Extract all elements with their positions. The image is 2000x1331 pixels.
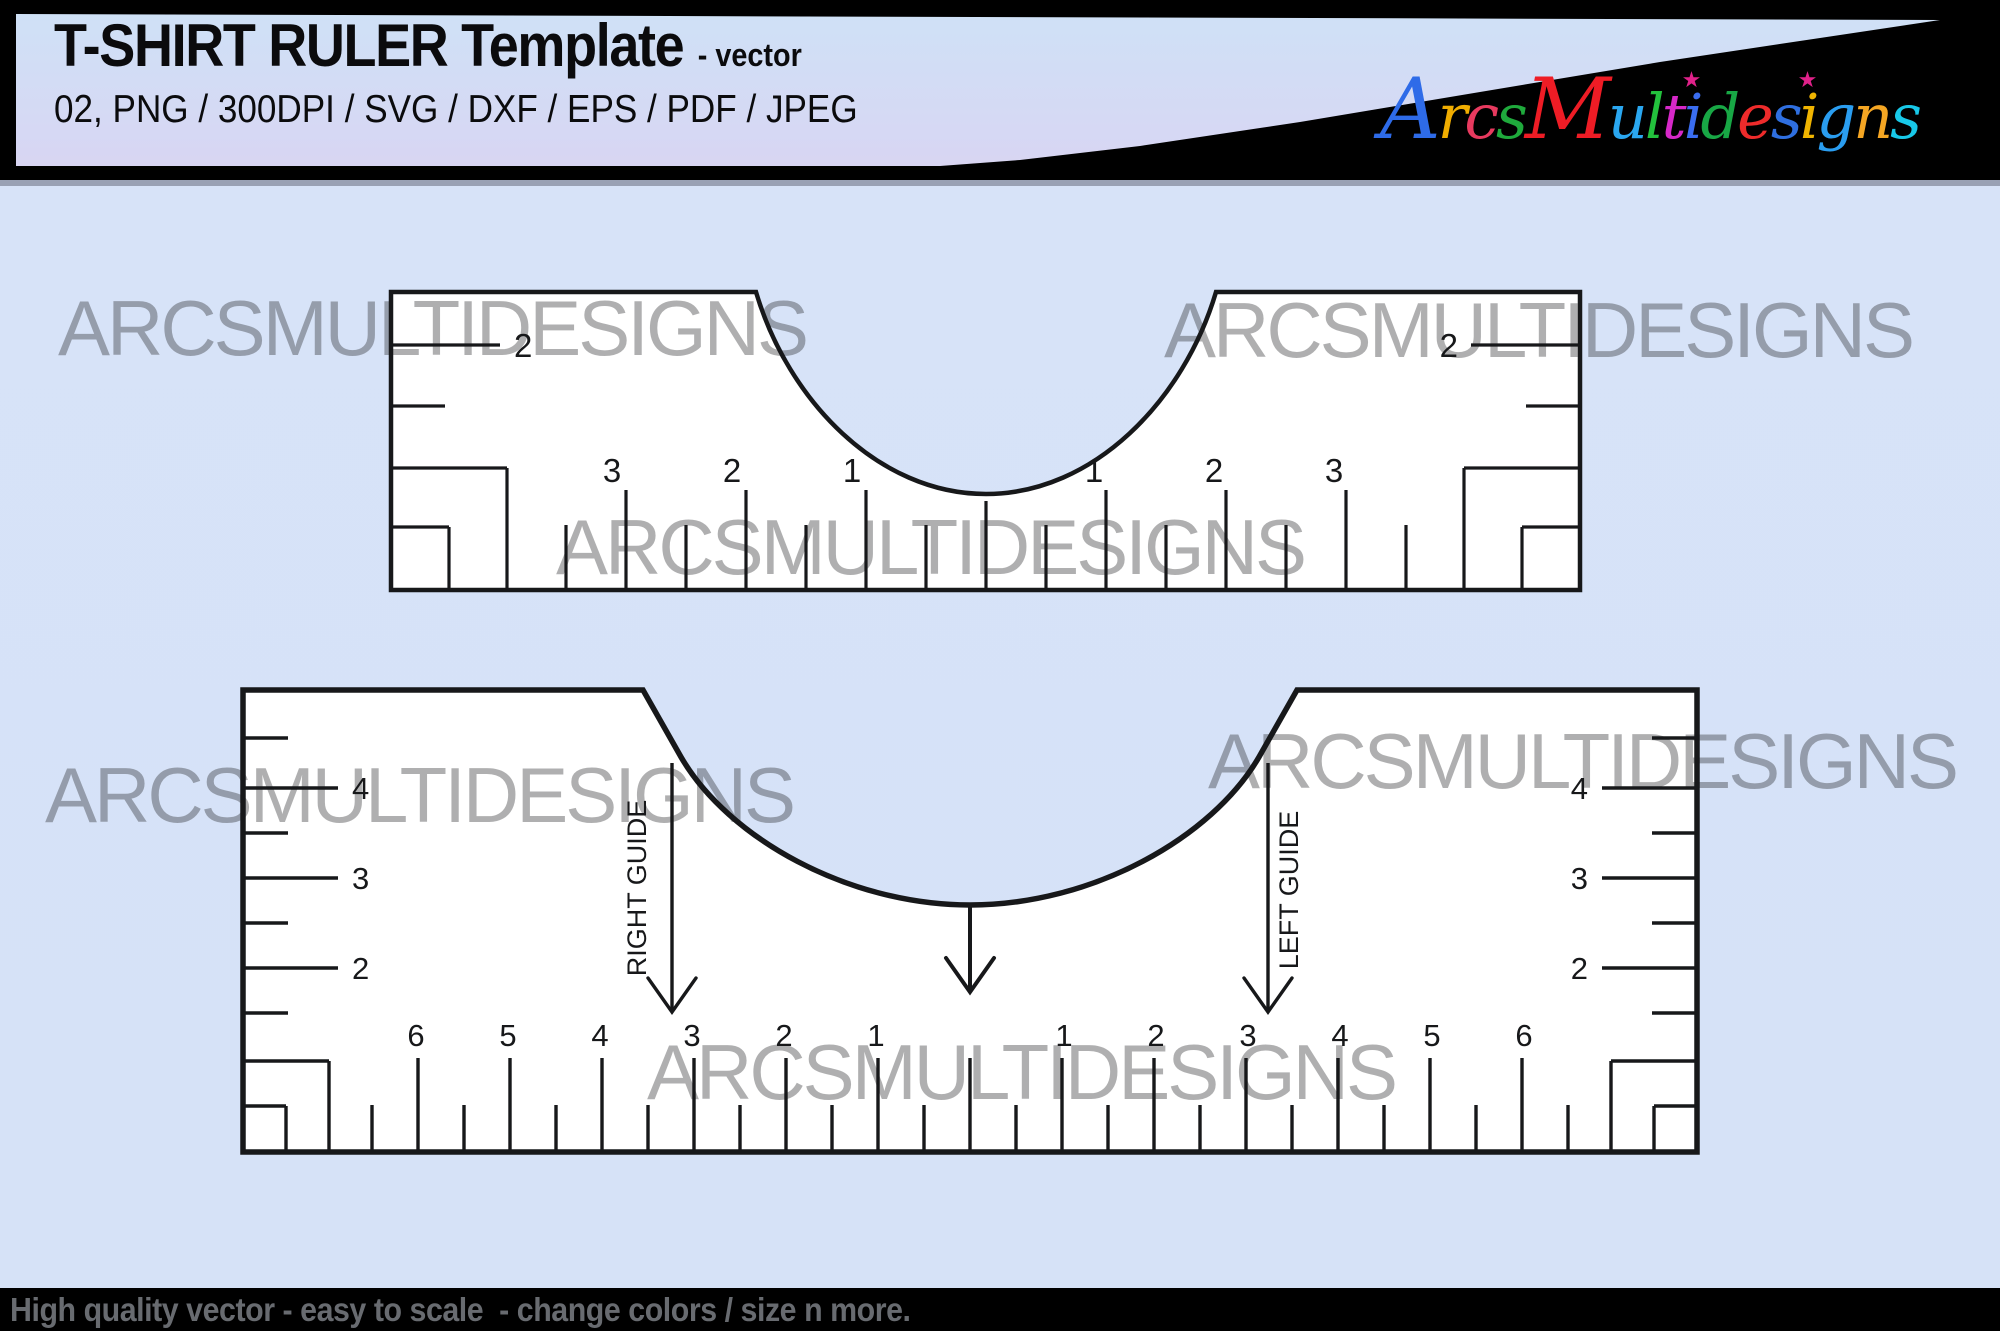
logo-letter: n bbox=[1853, 80, 1893, 153]
logo-letter: t bbox=[1661, 80, 1687, 153]
top-ruler-tick-label: 3 bbox=[603, 452, 621, 489]
title-suffix: - vector bbox=[697, 37, 802, 73]
top-ruler-tick-label: 3 bbox=[1325, 452, 1343, 489]
right-guide-arrow-head bbox=[646, 976, 698, 1015]
bottom-ruler-tick-label: 4 bbox=[591, 1018, 608, 1053]
logo-letter: i★ bbox=[1797, 68, 1820, 153]
brand-logo: ArcsMulti★desi★gns bbox=[1380, 60, 1922, 158]
top-ruler-tick-label: 2 bbox=[514, 327, 532, 364]
watermark-text: ARCSMULTIDESIGNS bbox=[556, 503, 1304, 591]
logo-star-icon: ★ bbox=[1681, 68, 1702, 93]
left-guide-arrow-label: LEFT GUIDE bbox=[1274, 811, 1304, 970]
page-title-row: T-SHIRT RULER Template - vector bbox=[54, 12, 858, 79]
top-ruler-fill bbox=[391, 292, 1580, 590]
top-ruler-tick-label: 2 bbox=[1205, 452, 1223, 489]
logo-letter: A bbox=[1380, 60, 1441, 158]
logo-letter: s bbox=[1496, 80, 1528, 153]
header-text-block: T-SHIRT RULER Template - vector 02, PNG /… bbox=[54, 12, 858, 132]
logo-letter: M bbox=[1524, 60, 1611, 158]
left-guide-arrow-head bbox=[1242, 976, 1294, 1015]
logo-letter: g bbox=[1816, 80, 1857, 153]
bottom-ruler-tick-label: 5 bbox=[499, 1018, 516, 1053]
watermark-text: ARCSMULTIDESIGNS bbox=[1208, 717, 1956, 805]
logo-star-icon: ★ bbox=[1797, 68, 1818, 93]
bottom-ruler-tick-label: 3 bbox=[352, 861, 369, 896]
center-arrow-head bbox=[944, 956, 996, 996]
logo-letter: e bbox=[1737, 80, 1774, 153]
top-ruler-outline bbox=[388, 289, 1583, 593]
top-ruler-tick-label: 1 bbox=[843, 452, 861, 489]
bottom-ruler-tick-label: 5 bbox=[1423, 1018, 1440, 1053]
page-title: T-SHIRT RULER Template bbox=[54, 12, 685, 79]
bottom-ruler-tick-label: 2 bbox=[775, 1018, 792, 1053]
logo-letter: s bbox=[1890, 80, 1922, 153]
top-ruler-tick-label: 1 bbox=[1085, 452, 1103, 489]
bottom-ruler-tick-label: 1 bbox=[1055, 1018, 1072, 1053]
logo-letter: c bbox=[1464, 80, 1499, 153]
file-formats-subtitle: 02, PNG / 300DPI / SVG / DXF / EPS / PDF… bbox=[54, 87, 858, 131]
watermark-text: ARCSMULTIDESIGNS bbox=[1164, 286, 1912, 374]
logo-letter: r bbox=[1437, 80, 1468, 153]
logo-letter: i★ bbox=[1681, 68, 1704, 153]
logo-letter: u bbox=[1607, 80, 1648, 153]
bottom-ruler-tick-label: 3 bbox=[1239, 1018, 1256, 1053]
bottom-ruler-tick-label: 2 bbox=[1571, 951, 1588, 986]
bottom-ruler-tick-label: 2 bbox=[1147, 1018, 1164, 1053]
logo-letter: l bbox=[1644, 80, 1665, 153]
logo-letter: d bbox=[1700, 80, 1740, 153]
bottom-ruler-tick-label: 4 bbox=[1331, 1018, 1348, 1053]
top-ruler-tick-label: 2 bbox=[723, 452, 741, 489]
footer-bar: High quality vector - easy to scale - ch… bbox=[0, 1288, 2000, 1331]
bottom-ruler-tick-label: 4 bbox=[352, 771, 369, 806]
bottom-ruler-tick-label: 2 bbox=[352, 951, 369, 986]
watermark-text: ARCSMULTIDESIGNS bbox=[647, 1028, 1395, 1116]
bottom-ruler-tick-label: 6 bbox=[407, 1018, 424, 1053]
footer-text: High quality vector - easy to scale - ch… bbox=[10, 1291, 911, 1328]
bottom-ruler-tick-label: 3 bbox=[683, 1018, 700, 1053]
top-ruler-tick-label: 2 bbox=[1440, 327, 1458, 364]
right-guide-arrow-label: RIGHT GUIDE bbox=[622, 800, 652, 977]
watermark-text: ARCSMULTIDESIGNS bbox=[45, 751, 793, 839]
bottom-ruler-tick-label: 4 bbox=[1571, 771, 1588, 806]
watermark-text: ARCSMULTIDESIGNS bbox=[58, 284, 806, 372]
bottom-ruler-tick-label: 3 bbox=[1571, 861, 1588, 896]
bottom-ruler-outline bbox=[240, 687, 1700, 1155]
logo-letter: s bbox=[1770, 80, 1803, 153]
bottom-ruler-tick-label: 1 bbox=[867, 1018, 884, 1053]
bottom-ruler-tick-label: 6 bbox=[1515, 1018, 1532, 1053]
